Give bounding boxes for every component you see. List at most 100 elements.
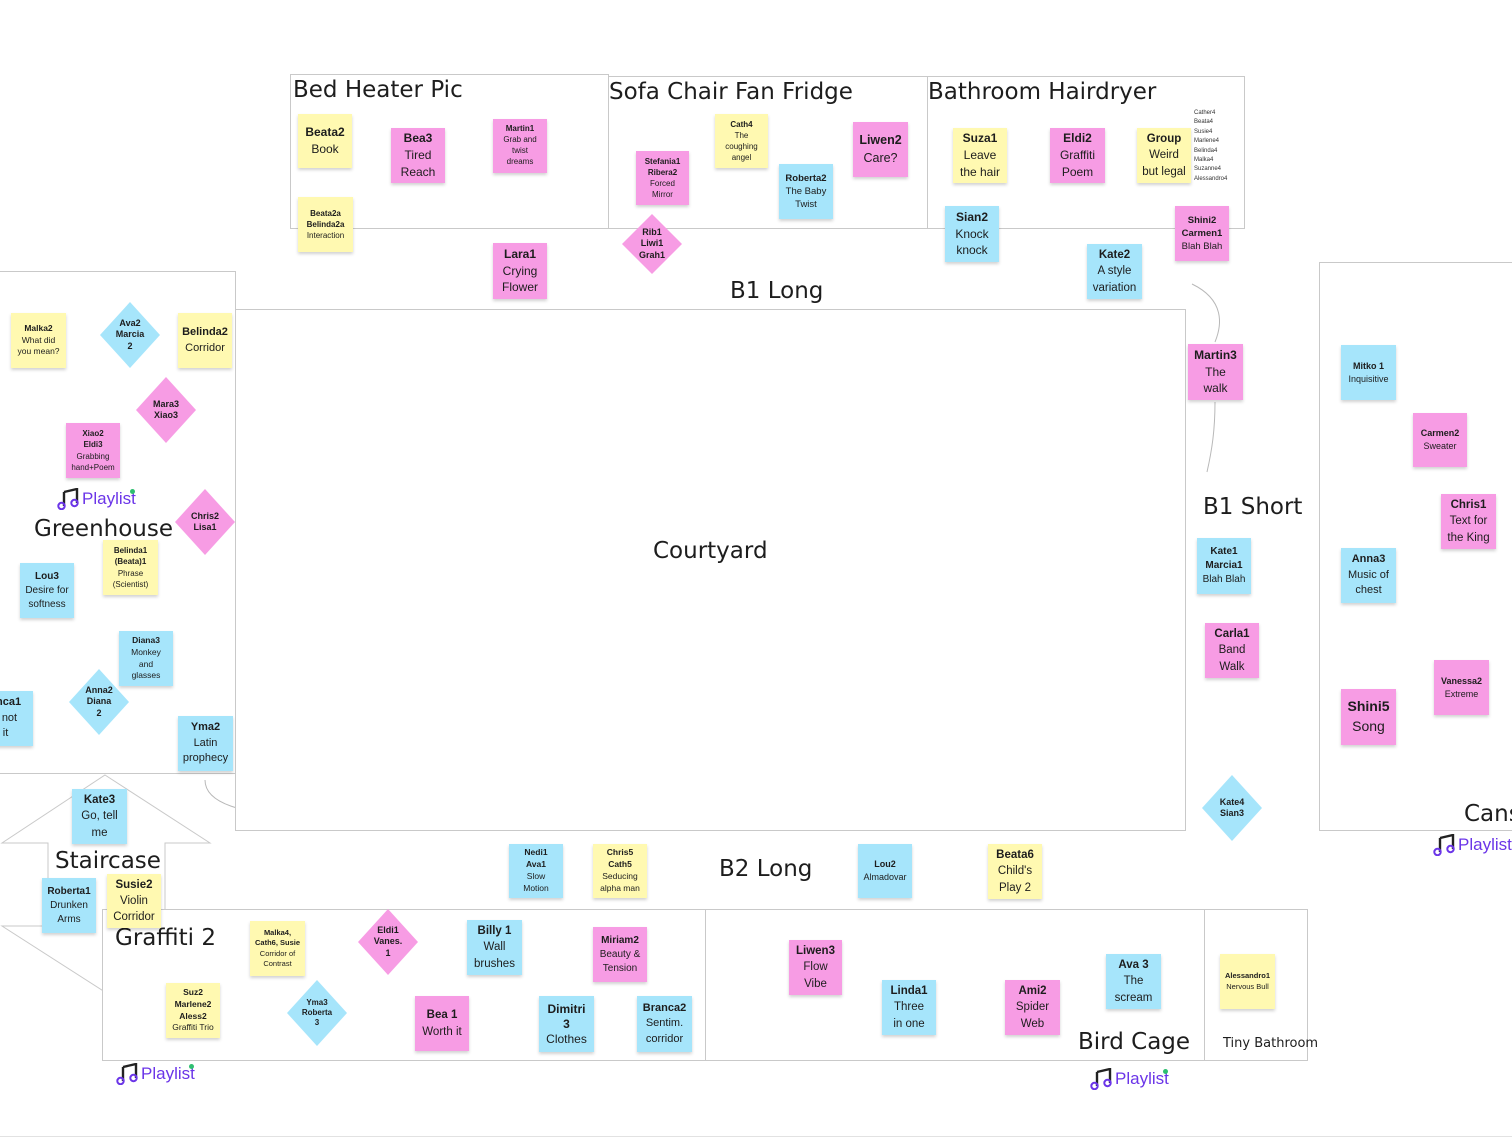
- diamond-shape: [287, 980, 347, 1046]
- label-b1-short: B1 Short: [1203, 494, 1303, 520]
- label-cans: Cans: [1464, 801, 1512, 827]
- connector-line: [1206, 401, 1216, 473]
- diamond-shape: [358, 909, 418, 975]
- online-dot-icon: [1163, 1069, 1168, 1074]
- diamond-shape: [100, 302, 160, 368]
- frame-title-tiny-bathroom: Tiny Bathroom: [1223, 1036, 1319, 1051]
- frame-title-courtyard: Courtyard: [653, 538, 768, 564]
- label-b1-long: B1 Long: [730, 278, 824, 304]
- diamond-shape: [622, 214, 682, 274]
- playlist-link-bird-cage[interactable]: Playlist: [1090, 1068, 1169, 1090]
- music-note-icon: [57, 488, 79, 510]
- diamond-shape: [69, 669, 129, 735]
- frame-title-bed-heater-pic: Bed Heater Pic: [293, 77, 463, 103]
- diamond-shape: [1202, 775, 1262, 841]
- label-b2-long: B2 Long: [719, 856, 813, 882]
- frame-title-bathroom: Bathroom Hairdryer: [928, 79, 1157, 105]
- label-greenhouse: Greenhouse: [34, 516, 174, 542]
- music-note-icon: [116, 1063, 138, 1085]
- label-staircase: Staircase: [55, 848, 161, 874]
- frame-courtyard[interactable]: [235, 309, 1186, 831]
- diamond-shape: [136, 377, 196, 443]
- connector-line: [1191, 283, 1220, 343]
- frame-title-bird-cage: Bird Cage: [1078, 1029, 1191, 1055]
- frame-title-sofa-chair: Sofa Chair Fan Fridge: [609, 79, 853, 105]
- frame-title-graffiti2: Graffiti 2: [115, 925, 216, 951]
- online-dot-icon: [189, 1064, 194, 1069]
- playlist-link-cans[interactable]: Playlist: [1433, 834, 1512, 856]
- diamond-shape: [175, 489, 235, 555]
- playlist-label: Playlist: [141, 1064, 195, 1083]
- playlist-label: Playlist: [1115, 1069, 1169, 1088]
- playlist-label: Playlist: [82, 489, 136, 508]
- playlist-link-graffiti2[interactable]: Playlist: [116, 1063, 195, 1085]
- online-dot-icon: [130, 489, 135, 494]
- playlist-label: Playlist: [1458, 835, 1512, 854]
- music-note-icon: [1433, 834, 1455, 856]
- canvas-bottom-divider: [0, 1136, 1512, 1137]
- music-note-icon: [1090, 1068, 1112, 1090]
- playlist-link-greenhouse[interactable]: Playlist: [57, 488, 136, 510]
